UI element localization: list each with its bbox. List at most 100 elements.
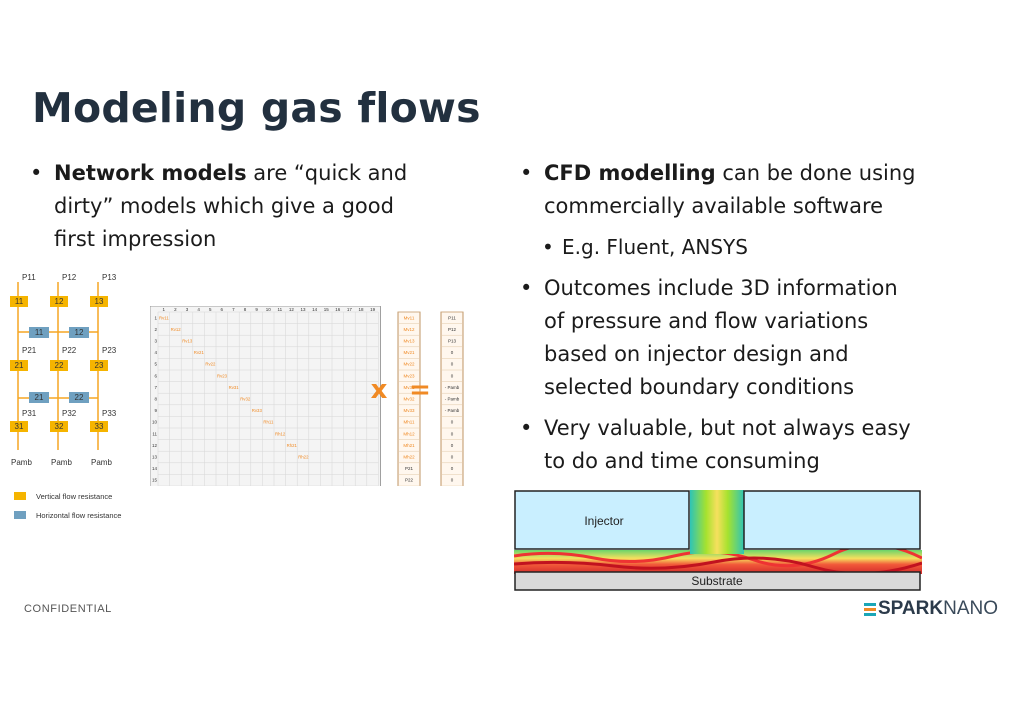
- matrix-row-header: 12: [152, 443, 158, 448]
- right-column: • CFD modelling can be done using commer…: [520, 157, 1000, 486]
- matrix-col-header: 14: [312, 307, 318, 312]
- horizontal-resistance: [69, 327, 89, 338]
- matrix-row-header: 7: [154, 385, 157, 390]
- matrix-col-header: 10: [266, 307, 272, 312]
- matrix-row-header: 5: [154, 362, 157, 367]
- sub-bullet-software: • E.g. Fluent, ANSYS: [520, 231, 1000, 264]
- bullet-dot: •: [520, 161, 533, 185]
- matrix-col-header: 19: [370, 307, 376, 312]
- rhs-entry: 0: [451, 362, 454, 367]
- bullet-outcomes: • Outcomes include 3D information of pre…: [520, 272, 1000, 404]
- unknown-entry: Mv11: [404, 315, 415, 320]
- bullet-text: based on injector design and: [544, 342, 849, 366]
- resistance-label: 11: [35, 328, 44, 337]
- rhs-entry: P11: [448, 315, 456, 320]
- matrix-frame: [150, 306, 381, 486]
- matrix-col-header: 3: [186, 307, 189, 312]
- bullet-dot: •: [542, 235, 554, 259]
- matrix-row-header: 13: [152, 455, 158, 460]
- unknown-entry: P21: [405, 466, 414, 471]
- bullet-bold: CFD modelling: [544, 161, 716, 185]
- matrix-diagonal-entry: Rh21: [287, 443, 298, 448]
- pressure-label: P11: [22, 273, 36, 282]
- matrix-row-header: 9: [154, 408, 157, 413]
- ambient-label: Pamb: [91, 458, 112, 467]
- resistance-label: 33: [95, 422, 104, 431]
- unknown-entry: Mv13: [403, 339, 415, 344]
- matrix-row-header: 1: [154, 315, 157, 320]
- unknown-entry: Mv23: [403, 373, 415, 378]
- resistance-label: 23: [95, 361, 104, 370]
- logo-text-light: NANO: [943, 598, 999, 619]
- vertical-resistance: [90, 360, 108, 371]
- matrix-col-header: 16: [335, 307, 341, 312]
- matrix-diagonal-entry: Rv11: [159, 315, 169, 320]
- unknown-entry: Mv33: [403, 408, 415, 413]
- resistance-label: 11: [15, 297, 24, 306]
- matrix-diagonal-entry: Rv22: [205, 362, 216, 367]
- resistance-label: 22: [55, 361, 64, 370]
- matrix-diagonal-entry: Rv21: [194, 350, 205, 355]
- rhs-entry: - Pamb: [445, 385, 460, 390]
- bullet-text: to do and time consuming: [544, 449, 820, 473]
- resistance-label: 32: [55, 422, 64, 431]
- unknown-entry: Mv32: [403, 397, 415, 402]
- pressure-label: P13: [102, 273, 117, 282]
- bullet-text: E.g. Fluent, ANSYS: [562, 235, 748, 259]
- matrix-col-header: 4: [197, 307, 200, 312]
- rhs-entry: 0: [451, 478, 454, 483]
- matrix-diagonal-entry: Rh11: [263, 420, 274, 425]
- pressure-label: P21: [22, 346, 37, 355]
- vertical-resistance: [50, 360, 68, 371]
- unknowns-vector: Mv11Mv12Mv13Mv21Mv22Mv23Mv31Mv32Mv33Mh11…: [397, 311, 421, 486]
- rhs-entry: - Pamb: [445, 397, 460, 402]
- matrix-col-header: 2: [174, 307, 177, 312]
- matrix-col-header: 11: [277, 307, 282, 312]
- slide-title: Modeling gas flows: [32, 84, 481, 132]
- bullet-text: can be done using: [715, 161, 916, 185]
- matrix-row-header: 3: [154, 339, 157, 344]
- vertical-resistance: [10, 360, 28, 371]
- matrix-col-header: 1: [163, 307, 166, 312]
- horizontal-resistance: [29, 327, 49, 338]
- logo-text-bold: SPARK: [878, 598, 944, 619]
- rhs-entry: 0: [451, 373, 454, 378]
- legend-swatch-vertical: [14, 492, 26, 500]
- spark-logo-icon: [864, 603, 876, 616]
- injector-label: Injector: [584, 514, 623, 528]
- multiply-icon: x: [371, 375, 388, 405]
- resistance-label: 21: [15, 361, 24, 370]
- unknown-entry: Mv22: [403, 362, 415, 367]
- matrix-col-header: 7: [232, 307, 235, 312]
- matrix-row-header: 11: [152, 431, 157, 436]
- unknown-entry: Mv21: [403, 350, 415, 355]
- matrix-row-header: 8: [154, 397, 157, 402]
- pressure-label: P22: [62, 346, 77, 355]
- equals-icon: =: [409, 375, 431, 405]
- matrix-diagonal-entry: Rv31: [229, 385, 240, 390]
- network-model-diagram: P11 P12 P13 P21 P22 P23 P31 P32 P33 Pamb…: [10, 273, 121, 520]
- unknown-entry: Mh22: [403, 455, 415, 460]
- matrix-col-header: 17: [347, 307, 353, 312]
- pressure-label: P32: [62, 409, 77, 418]
- unknown-entry: Mh21: [403, 443, 415, 448]
- bullet-text: commercially available software: [544, 194, 884, 218]
- matrix-col-header: 13: [300, 307, 306, 312]
- rhs-entry: 0: [451, 431, 454, 436]
- matrix-diagonal-entry: Rv12: [171, 327, 182, 332]
- matrix-row-header: 2: [154, 327, 157, 332]
- matrix-diagonal-entry: Rv23: [217, 373, 228, 378]
- resistance-label: 13: [95, 297, 104, 306]
- resistance-label: 12: [55, 297, 64, 306]
- left-column: • Network models are “quick and dirty” m…: [30, 157, 450, 264]
- vertical-resistance: [50, 296, 68, 307]
- unknown-entry: Mv31: [403, 385, 415, 390]
- vertical-resistance: [10, 421, 28, 432]
- bullet-text: dirty” models which give a good: [54, 194, 394, 218]
- bullet-network-models: • Network models are “quick and dirty” m…: [30, 157, 450, 256]
- ambient-label: Pamb: [51, 458, 72, 467]
- unknown-entry: Mv12: [403, 327, 415, 332]
- legend-swatch-horizontal: [14, 511, 26, 519]
